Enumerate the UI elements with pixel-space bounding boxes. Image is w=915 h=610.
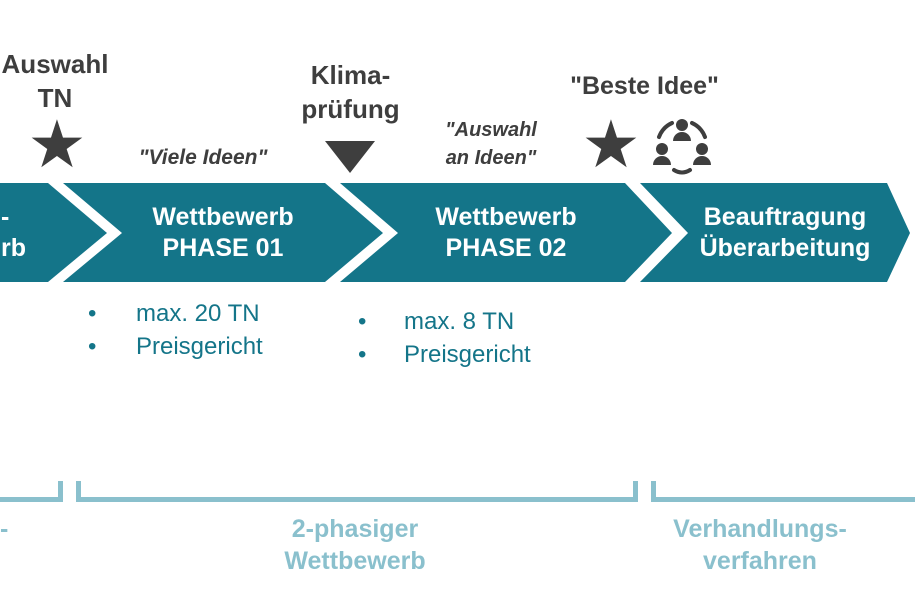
stage-chevron-wettbewerb-phase-01: Wettbewerb PHASE 01 — [63, 183, 383, 282]
list-item: • Preisgericht — [358, 338, 531, 371]
bullet-icon: • — [358, 341, 367, 368]
triangle-down-icon — [325, 141, 375, 173]
stage-label: Beauftragung Überarbeitung — [699, 202, 871, 262]
bullet-icon: • — [358, 308, 367, 335]
people-circle-icon — [653, 119, 711, 175]
label-klimapruefung-line1: Klima- — [310, 60, 391, 90]
bracket-two-phase — [76, 481, 638, 502]
label-auswahl-tn-line2: TN — [37, 83, 73, 113]
phase-01-details-list: • max. 20 TN • Preisgericht — [88, 297, 263, 363]
list-item: • max. 8 TN — [358, 305, 531, 338]
quote-viele-ideen: "Viele Ideen" — [138, 146, 268, 169]
label-klimapruefung: Klima- prüfung — [293, 58, 408, 126]
star-icon: ★ — [581, 106, 641, 183]
bullet-icon: • — [88, 333, 97, 360]
stage-label: Wettbewerb PHASE 01 — [152, 202, 294, 262]
bullet-icon: • — [88, 300, 97, 327]
stage-chevron-wettbewerb-phase-02: Wettbewerb PHASE 02 — [340, 183, 672, 282]
list-item-label: max. 8 TN — [404, 308, 515, 335]
label-klimapruefung-line2: prüfung — [301, 94, 400, 124]
quote-auswahl-an-ideen-line2: an Ideen" — [445, 147, 537, 169]
bracket-negotiation — [651, 481, 915, 502]
list-item: • max. 20 TN — [88, 297, 263, 330]
quote-auswahl-an-ideen: "Auswahl an Ideen" — [430, 116, 552, 172]
phase-02-details-list: • max. 8 TN • Preisgericht — [358, 305, 531, 371]
label-auswahl-tn: Auswahl TN — [0, 47, 110, 115]
bracket-two-phase-label: 2-phasiger Wettbewerb — [284, 515, 426, 575]
stage-label: - rb — [1, 202, 26, 262]
star-icon: ★ — [27, 106, 87, 183]
list-item: • Preisgericht — [88, 330, 263, 363]
list-item-label: max. 20 TN — [136, 300, 260, 327]
label-auswahl-tn-line1: Auswahl — [1, 49, 109, 79]
list-item-label: Preisgericht — [404, 341, 531, 368]
label-beste-idee: "Beste Idee" — [570, 72, 719, 100]
bracket-left-label-fragment: - — [0, 515, 9, 543]
quote-auswahl-an-ideen-line1: "Auswahl — [445, 119, 537, 141]
stage-label: Wettbewerb PHASE 02 — [435, 202, 577, 262]
process-band: - rb Wettbewerb PHASE 01 Wettbewerb PHAS… — [0, 183, 915, 282]
bracket-left-partial — [0, 481, 63, 502]
stage-chevron-beauftragung: Beauftragung Überarbeitung — [640, 183, 910, 282]
list-item-label: Preisgericht — [136, 333, 263, 360]
bracket-negotiation-label: Verhandlungs- verfahren — [673, 515, 847, 575]
